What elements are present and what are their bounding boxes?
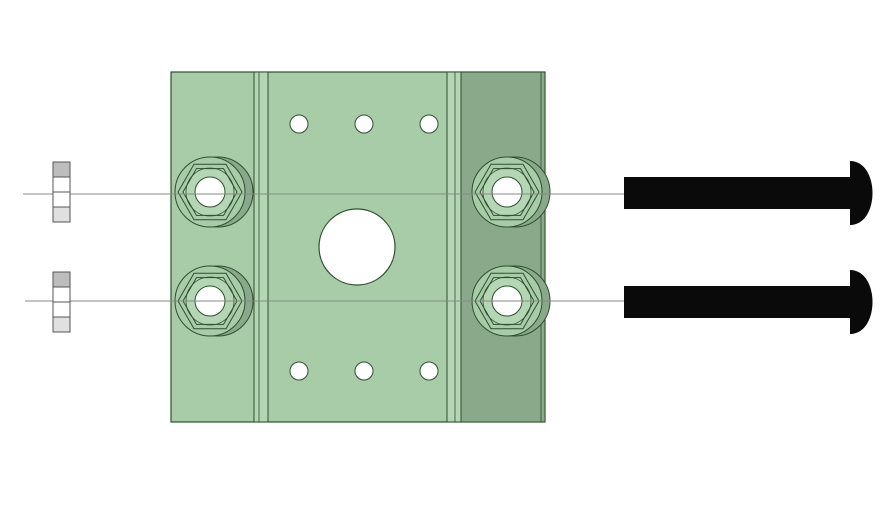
plate-right-flange-shaded [460, 71, 546, 423]
mount-hole-bottom-2 [354, 361, 374, 381]
motor-mount-plate [170, 71, 546, 423]
pocket-washer-ring [482, 167, 532, 217]
bolt-through-hole [491, 176, 523, 208]
pocket-washer-ring [185, 167, 235, 217]
bolt-through-hole [194, 176, 226, 208]
nut-pocket-top-right [471, 156, 551, 228]
bolt-head [850, 161, 873, 225]
mount-hole-top-2 [354, 114, 374, 134]
mount-hole-bottom-3 [419, 361, 439, 381]
hex-nut-lower [52, 271, 71, 333]
mount-hole-top-3 [419, 114, 439, 134]
shaft-hole [318, 208, 396, 286]
assembly-axis-lines [23, 193, 625, 302]
bolt-shank [624, 286, 850, 318]
plate-left-groove [253, 71, 269, 423]
mount-hole-top-1 [289, 114, 309, 134]
button-head-bolt-lower [624, 270, 873, 334]
plate-right-groove [446, 71, 462, 423]
bolt-shank [624, 177, 850, 209]
mount-hole-bottom-1 [289, 361, 309, 381]
button-head-bolt-upper [624, 161, 873, 225]
bolt-head [850, 270, 873, 334]
hex-nut-upper [52, 161, 71, 223]
nut-pocket-top-left [174, 156, 254, 228]
